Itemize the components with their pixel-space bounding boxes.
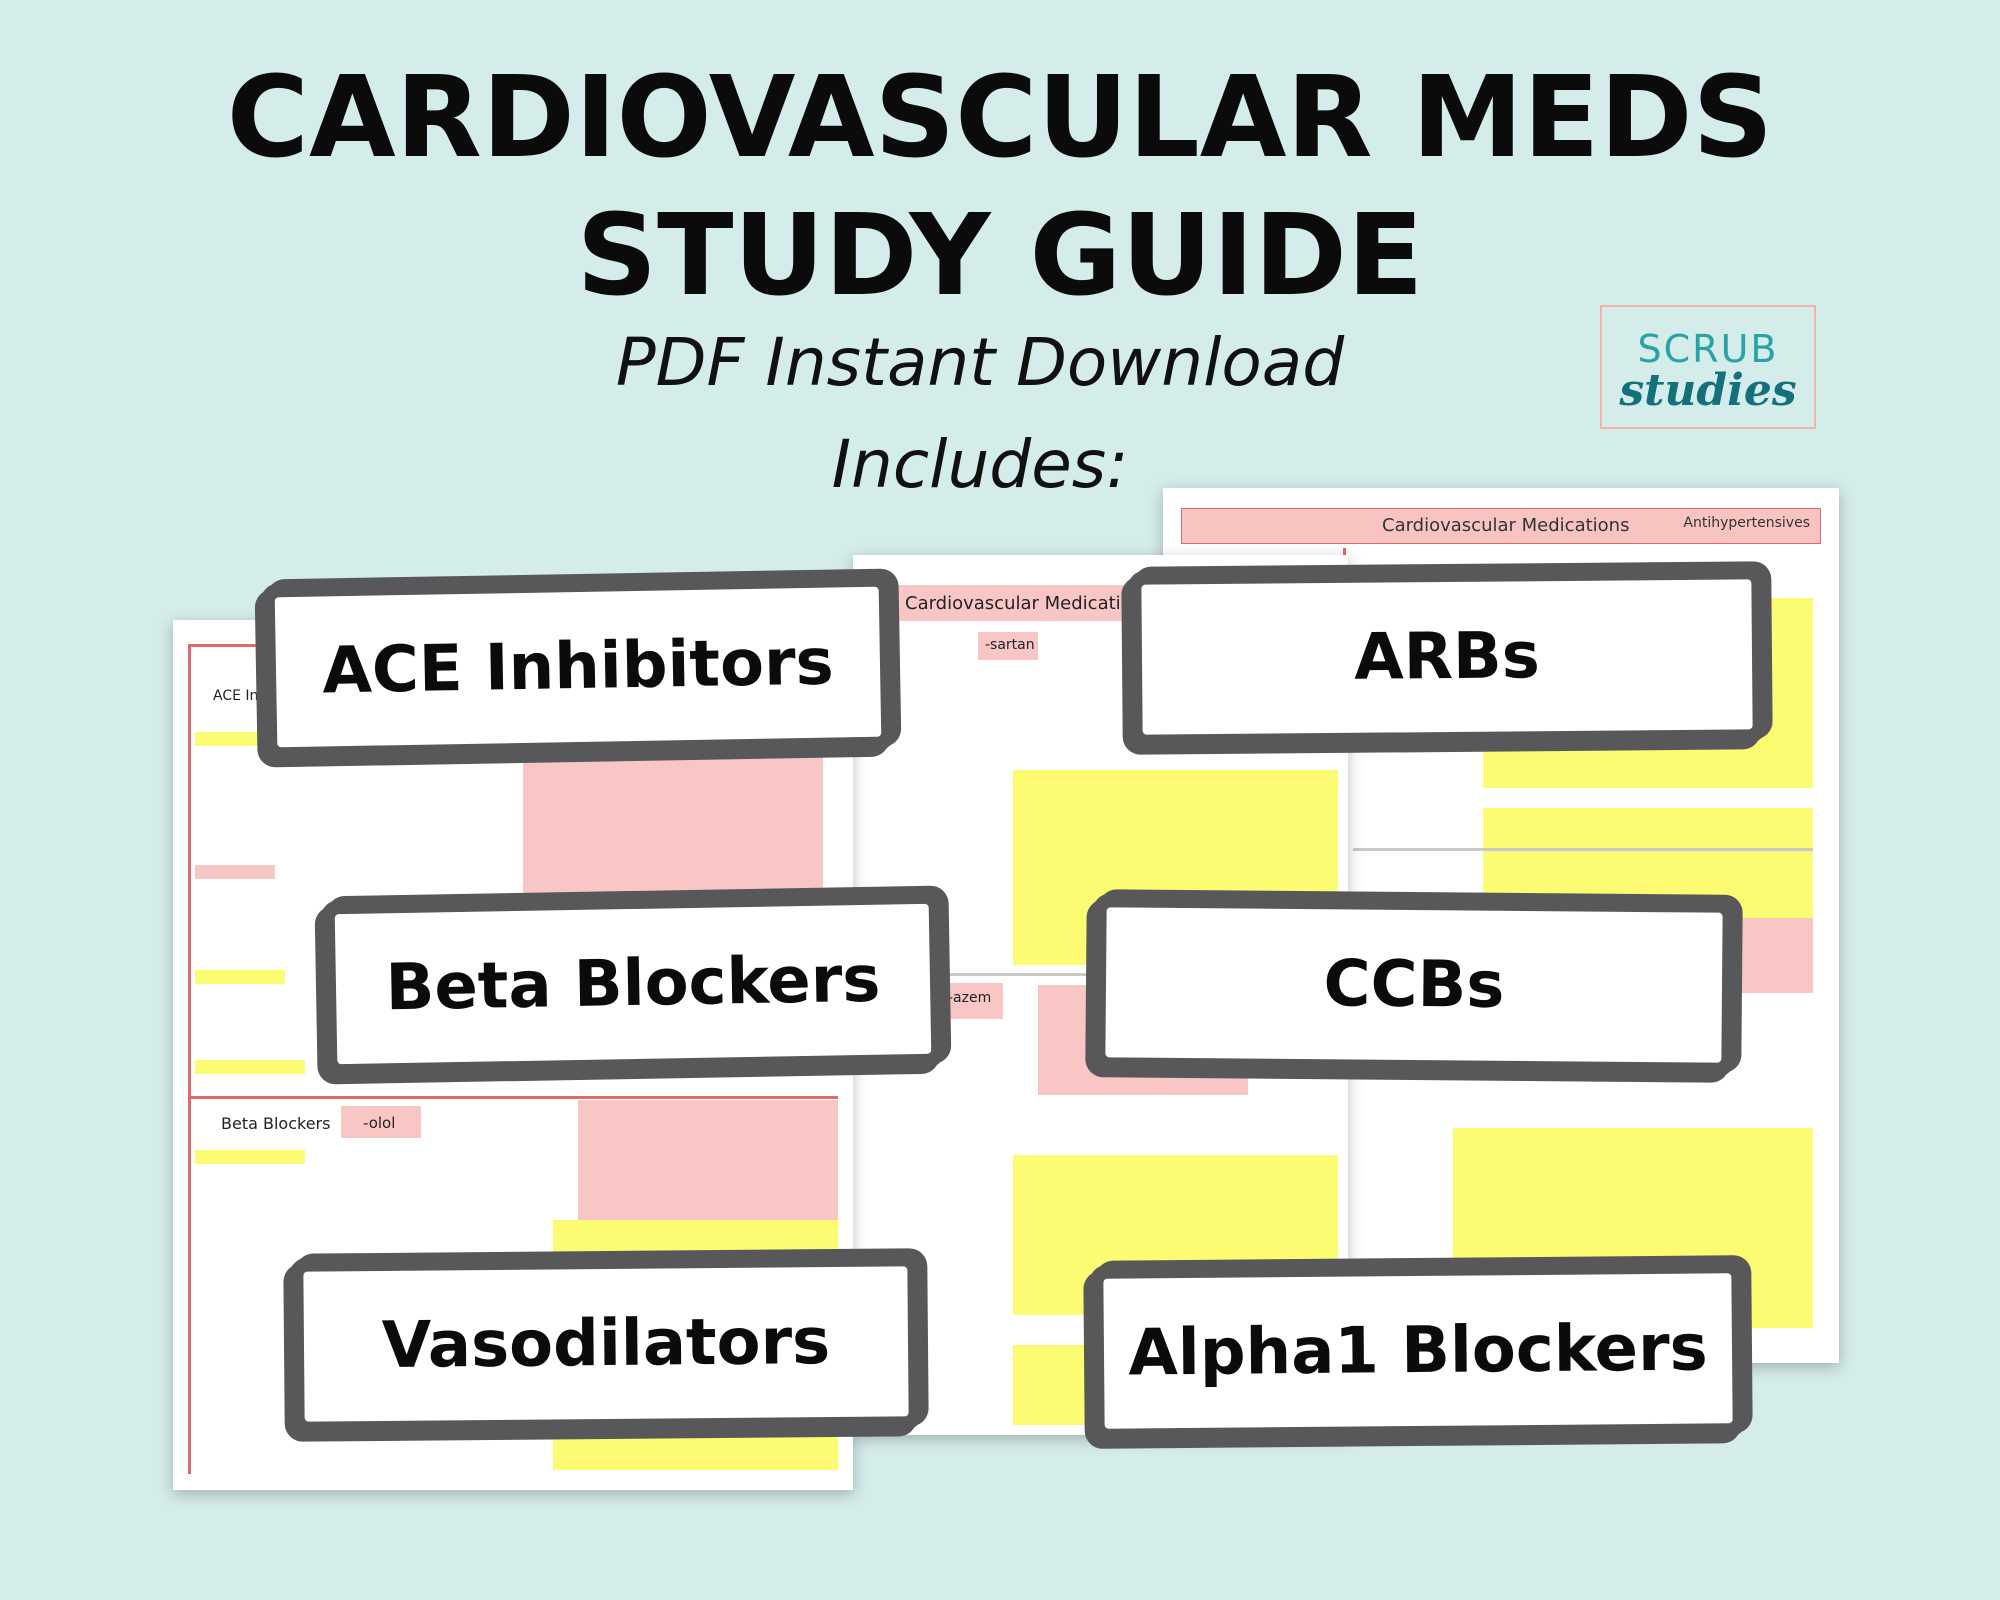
sheet-tag-text: -azem <box>948 990 992 1006</box>
sheet-tag-text: -sartan <box>985 637 1035 653</box>
label-beta-blockers: Beta Blockers <box>320 889 946 1079</box>
subtitle: PDF Instant Download <box>615 324 1345 401</box>
scrub-studies-logo: SCRUB studies <box>1600 305 1816 429</box>
sheet-highlight <box>195 970 285 984</box>
sheet-header-tag: Antihypertensives <box>1683 515 1810 531</box>
label-text: CCBs <box>1323 947 1505 1023</box>
sheet-highlight <box>195 865 275 879</box>
sheet-highlight <box>195 732 275 746</box>
sheet-header-title: Cardiovascular Medications <box>905 593 1153 614</box>
title-line-2: STUDY GUIDE <box>576 191 1424 321</box>
sheet-rule <box>188 1096 838 1099</box>
sheet-header: Cardiovascular Medications Antihypertens… <box>1181 508 1821 544</box>
sheet-section-title: Beta Blockers <box>221 1114 331 1133</box>
label-arbs: ARBs <box>1127 565 1767 749</box>
logo-line-2: studies <box>1619 365 1797 416</box>
sheet-highlight <box>195 1060 305 1074</box>
label-text: Beta Blockers <box>385 942 881 1026</box>
label-text: Alpha1 Blockers <box>1128 1311 1708 1391</box>
label-text: Vasodilators <box>381 1305 831 1383</box>
sheet-highlight <box>578 1100 838 1220</box>
sheet-tag-text: -olol <box>363 1114 396 1132</box>
sheet-highlight <box>943 983 1003 1019</box>
includes-label: Includes: <box>831 426 1129 503</box>
sheet-header-title: Cardiovascular Medications <box>1382 515 1630 536</box>
sheet-border <box>188 644 191 1474</box>
label-ccbs: CCBs <box>1091 893 1737 1077</box>
sheet-rule <box>1353 848 1813 851</box>
logo-line-1: SCRUB <box>1637 327 1779 371</box>
sheet-tag <box>978 632 1038 660</box>
label-ace-inhibitors: ACE Inhibitors <box>260 572 896 762</box>
label-alpha1-blockers: Alpha1 Blockers <box>1089 1259 1747 1443</box>
label-text: ACE Inhibitors <box>321 625 835 709</box>
title-line-1: CARDIOVASCULAR MEDS <box>226 53 1774 183</box>
sheet-highlight <box>195 1150 305 1164</box>
sheet-tag <box>341 1106 421 1138</box>
label-vasodilators: Vasodilators <box>289 1252 923 1436</box>
label-text: ARBs <box>1353 619 1541 695</box>
